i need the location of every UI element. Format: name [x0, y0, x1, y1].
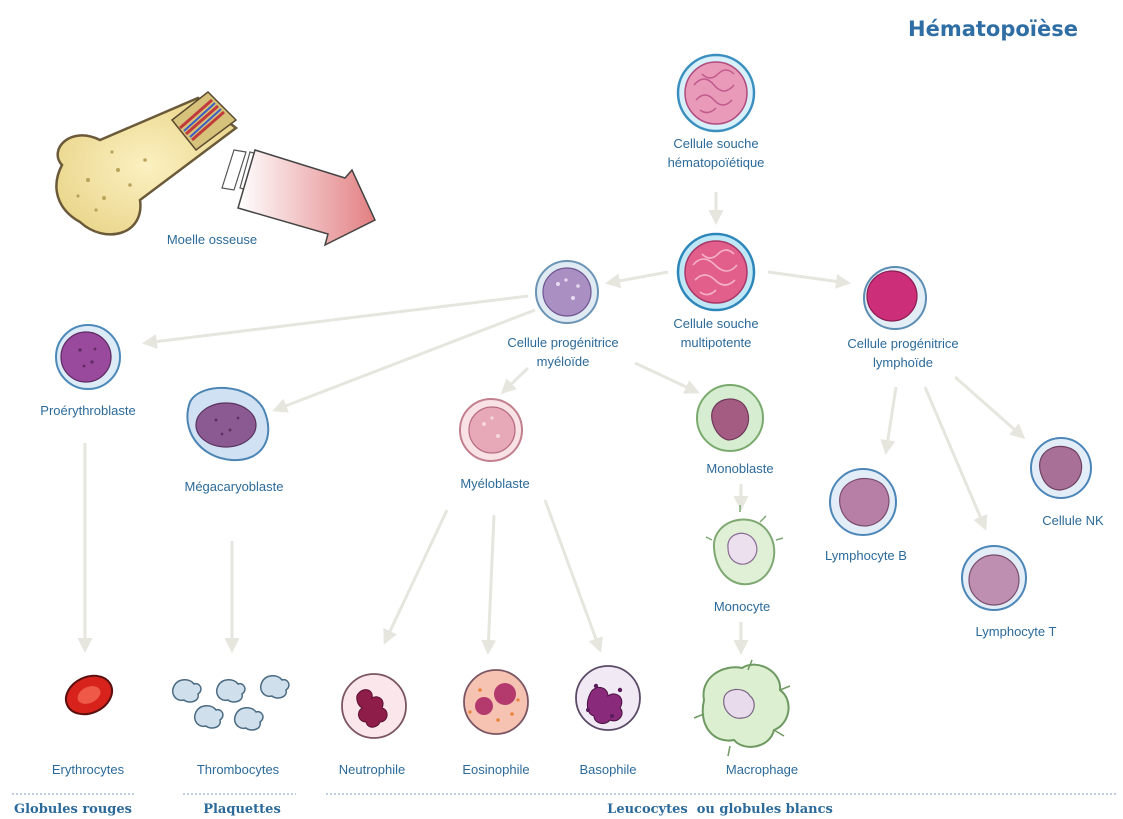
megakaryoblast-label: Mégacaryoblaste	[185, 479, 284, 494]
category-white-cells: Leucocytes ou globules blancs	[607, 802, 833, 817]
monocyte-image	[706, 505, 783, 584]
category-platelets: Plaquettes	[203, 802, 281, 817]
hematopoietic-stem-cell-image	[678, 55, 754, 131]
myeloblast-label: Myéloblaste	[460, 476, 529, 491]
hsc-label-line2: hématopoïétique	[668, 155, 765, 170]
lymphoid-progenitor-image	[864, 267, 926, 329]
proerythroblast-label: Proérythroblaste	[40, 403, 135, 418]
monoblast-image	[697, 385, 763, 451]
category-red-cells: Globules rouges	[14, 802, 132, 817]
nk-cell-image	[1031, 438, 1091, 498]
bone-marrow-illustration	[56, 92, 236, 234]
basophil-label: Basophile	[579, 762, 636, 777]
multipotent-stem-cell-image	[678, 234, 754, 310]
lymphoid-label-line2: lymphoïde	[873, 355, 933, 370]
eosinophil-image	[464, 670, 528, 734]
multipotent-label-line2: multipotente	[681, 335, 752, 350]
proerythroblast-image	[56, 325, 120, 389]
lymphocyte-b-label: Lymphocyte B	[825, 548, 907, 563]
nk-cell-label: Cellule NK	[1042, 513, 1104, 528]
neutrophil-label: Neutrophile	[339, 762, 406, 777]
hsc-label-line1: Cellule souche	[673, 136, 758, 151]
myeloid-label-line2: myéloïde	[537, 354, 590, 369]
page-title: Hématopoïèse	[908, 17, 1078, 41]
big-arrow-icon	[222, 150, 375, 245]
erythrocyte-image	[60, 669, 119, 722]
erythrocytes-label: Erythrocytes	[52, 762, 125, 777]
multipotent-label-line1: Cellule souche	[673, 316, 758, 331]
lymphoid-label-line1: Cellule progénitrice	[847, 336, 958, 351]
myeloblast-image	[460, 399, 522, 461]
neutrophil-image	[342, 674, 406, 738]
lymphocyte-b-image	[830, 469, 896, 535]
lymphocyte-t-label: Lymphocyte T	[976, 624, 1057, 639]
megakaryoblast-image	[187, 388, 268, 460]
thrombocytes-label: Thrombocytes	[197, 762, 280, 777]
macrophage-image	[694, 660, 790, 756]
myeloid-label-line1: Cellule progénitrice	[507, 335, 618, 350]
thrombocytes-image	[173, 676, 289, 730]
basophil-image	[576, 666, 640, 730]
lymphocyte-t-image	[962, 546, 1026, 610]
bone-marrow-label: Moelle osseuse	[167, 232, 257, 247]
macrophage-label: Macrophage	[726, 762, 798, 777]
eosinophil-label: Eosinophile	[462, 762, 529, 777]
myeloid-progenitor-image	[536, 261, 598, 323]
monocyte-label: Monocyte	[714, 599, 770, 614]
monoblast-label: Monoblaste	[706, 461, 773, 476]
